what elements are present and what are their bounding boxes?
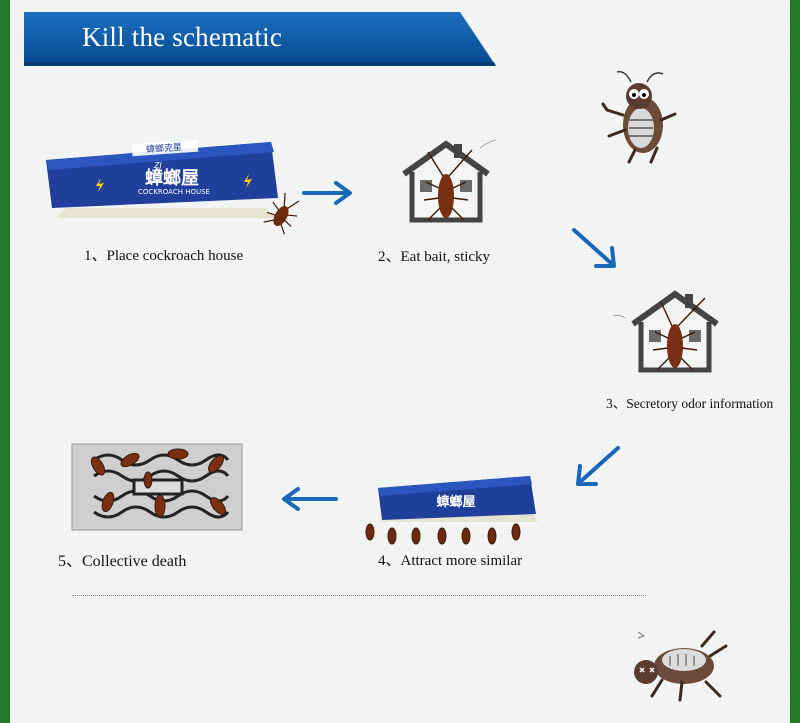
house-icon: [613, 290, 719, 373]
step-5-label: 5、Collective death: [58, 553, 187, 570]
svg-text:COCKROACH HOUSE: COCKROACH HOUSE: [138, 188, 210, 196]
cockroach-icon: [423, 149, 473, 221]
svg-text:ZJ: ZJ: [153, 161, 162, 170]
step-3-label: 3、Secretory odor information: [606, 396, 774, 411]
down-right-arrow-icon: [572, 228, 616, 268]
step-4-label: 4、Attract more similar: [378, 553, 523, 569]
left-arrow-icon: [282, 487, 338, 511]
title-banner: Kill the schematic: [24, 12, 496, 66]
page-frame: Kill the schematic 蟑螂克星 蟑螂屋 COCKROACH HO…: [10, 0, 790, 723]
down-left-arrow-icon: [576, 446, 620, 486]
dead-cockroach-cartoon: [634, 630, 728, 702]
right-arrow-icon: [302, 181, 352, 205]
section-divider: [72, 595, 646, 596]
step-2-label: 2、Eat bait, sticky: [378, 249, 491, 265]
cockroach-icon: [263, 192, 300, 235]
page-title: Kill the schematic: [82, 22, 283, 52]
house-icon: [402, 139, 496, 223]
cockroach-icon: [652, 297, 706, 371]
svg-text:蟑螂克星: 蟑螂克星: [146, 141, 183, 155]
step-1-label: 1、Place cockroach house: [84, 248, 244, 264]
cockroach-house-box: 蟑螂克星 蟑螂屋 COCKROACH HOUSE ZJ: [46, 139, 300, 235]
svg-text:蟑螂屋: 蟑螂屋: [145, 167, 199, 189]
banner-ribbon: [24, 12, 496, 66]
cockroach-house-with-roaches: 蟑螂屋: [365, 476, 538, 545]
scared-cockroach-cartoon: [601, 71, 677, 164]
sticky-trap-with-dead-roaches: [71, 443, 243, 531]
svg-text:蟑螂屋: 蟑螂屋: [436, 494, 475, 510]
